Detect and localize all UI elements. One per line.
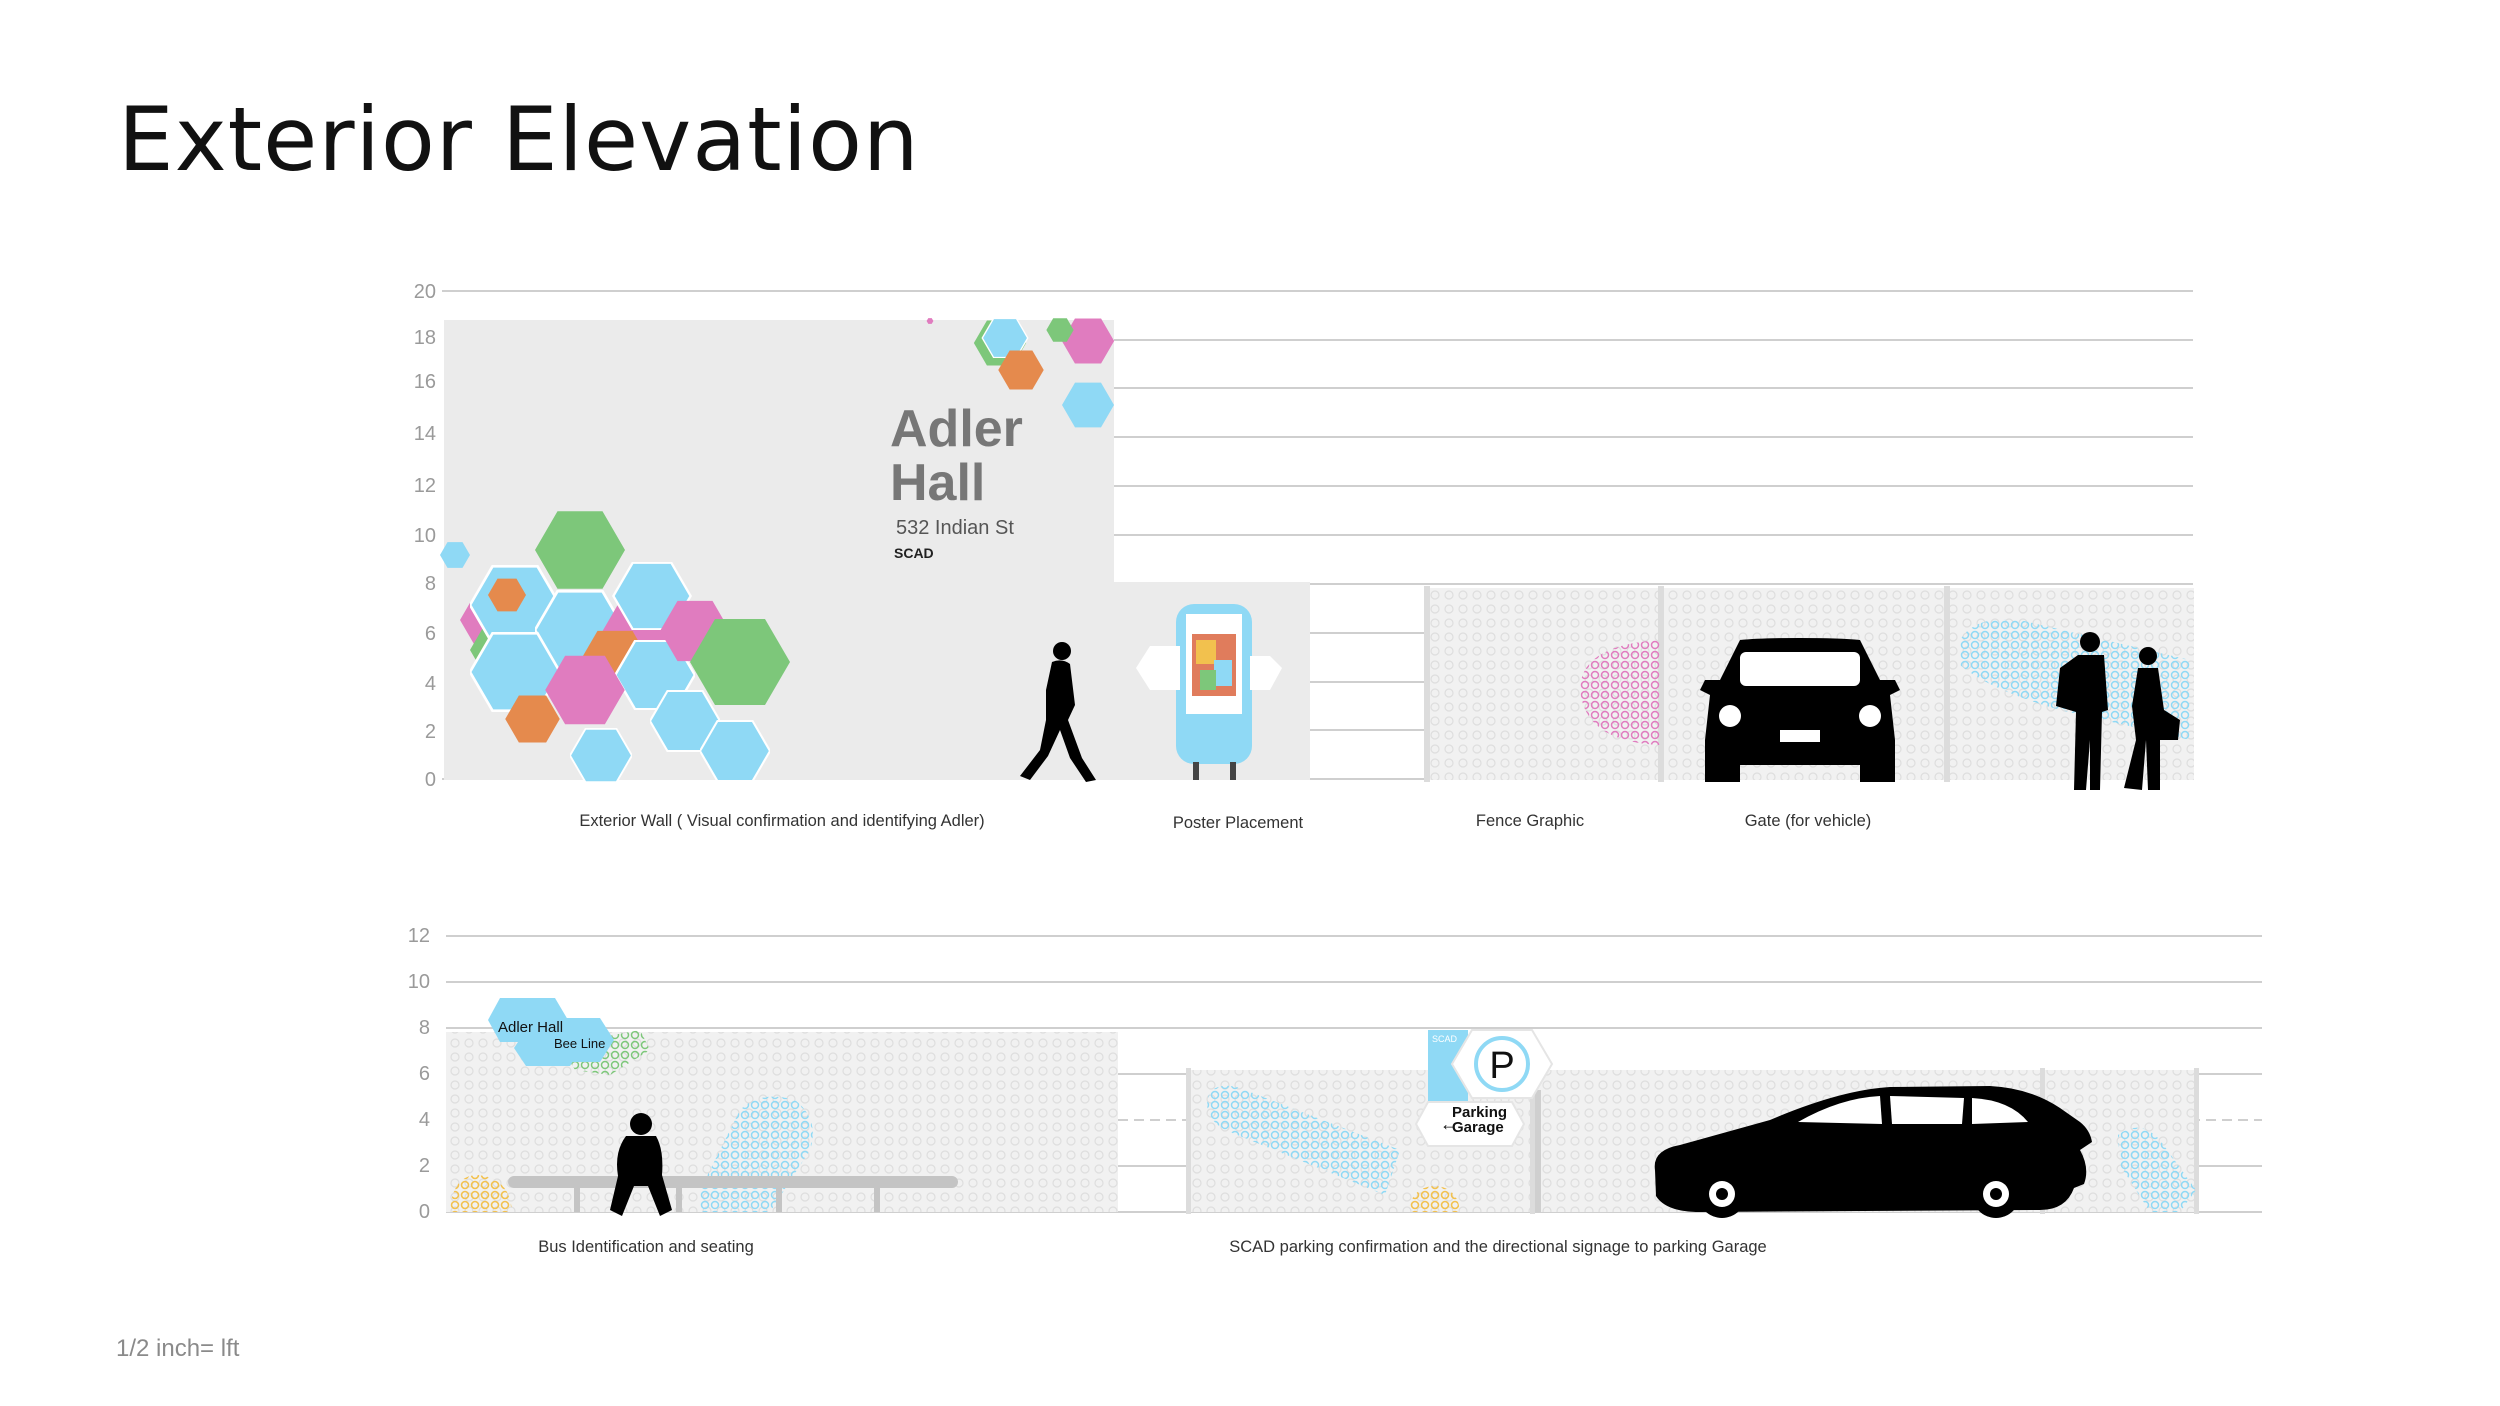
bus-sign-line1: Adler Hall (498, 1019, 563, 1036)
parking-sign-line1: Parking (1452, 1104, 1507, 1121)
car-side-icon (1654, 1086, 2092, 1218)
bus-sign-line2: Bee Line (554, 1036, 605, 1051)
axis-tick: 16 (414, 371, 436, 393)
caption-parking: SCAD parking confirmation and the direct… (1229, 1238, 1766, 1256)
caption-gate: Gate (for vehicle) (1745, 812, 1872, 830)
parking-sign: SCAD P ← Parking Garage (1414, 1029, 1554, 1212)
axis-tick: 2 (419, 1155, 430, 1177)
parking-sign-top: SCAD (1432, 1034, 1458, 1044)
axis-tick: 2 (425, 721, 436, 743)
axis-tick: 6 (419, 1063, 430, 1085)
page-title: Exterior Elevation (118, 88, 920, 191)
bus-sign: Adler Hall Bee Line (488, 998, 614, 1066)
poster-kiosk (1136, 604, 1282, 780)
axis-tick: 10 (408, 971, 430, 993)
sign-address: 532 Indian St (896, 517, 1014, 539)
axis-tick: 0 (419, 1201, 430, 1223)
parking-sign-line2: Garage (1452, 1119, 1504, 1136)
axis-tick: 8 (419, 1017, 430, 1039)
sign-name-line2: Hall (890, 454, 985, 512)
top-captions: Exterior Wall ( Visual confirmation and … (579, 812, 1871, 832)
caption-exterior-wall: Exterior Wall ( Visual confirmation and … (579, 812, 984, 830)
scale-note: 1/2 inch= lft (116, 1335, 240, 1362)
caption-fence: Fence Graphic (1476, 812, 1584, 830)
bottom-axis: 12 10 8 6 4 2 0 (408, 925, 430, 1223)
bottom-elevation: 12 10 8 6 4 2 0 Adler Hall Bee Line (408, 925, 2262, 1256)
axis-tick: 0 (425, 769, 436, 791)
axis-tick: 14 (414, 423, 436, 445)
top-axis: 20 18 16 14 12 10 8 6 4 2 0 (414, 281, 436, 791)
axis-tick: 18 (414, 327, 436, 349)
axis-tick: 4 (419, 1109, 430, 1131)
caption-bus: Bus Identification and seating (538, 1238, 754, 1256)
axis-tick: 12 (408, 925, 430, 947)
axis-tick: 10 (414, 525, 436, 547)
car-front-icon (1700, 638, 1900, 782)
caption-poster: Poster Placement (1173, 814, 1304, 832)
parking-letter: P (1489, 1045, 1514, 1087)
sign-name-line1: Adler (890, 400, 1023, 458)
sign-org: SCAD (894, 545, 934, 561)
axis-tick: 4 (425, 673, 436, 695)
top-elevation: 20 18 16 14 12 10 8 6 4 2 0 (414, 281, 2194, 832)
walking-person-icon (1020, 642, 1096, 782)
axis-tick: 20 (414, 281, 436, 303)
bus-stop-wall: Adler Hall Bee Line (446, 998, 1118, 1216)
arrow-left-icon: ← (1440, 1114, 1458, 1134)
axis-tick: 12 (414, 475, 436, 497)
axis-tick: 8 (425, 573, 436, 595)
axis-tick: 6 (425, 623, 436, 645)
bottom-captions: Bus Identification and seating SCAD park… (538, 1238, 1767, 1256)
people-standing-icon (2056, 632, 2180, 790)
seated-person-icon (610, 1113, 672, 1216)
